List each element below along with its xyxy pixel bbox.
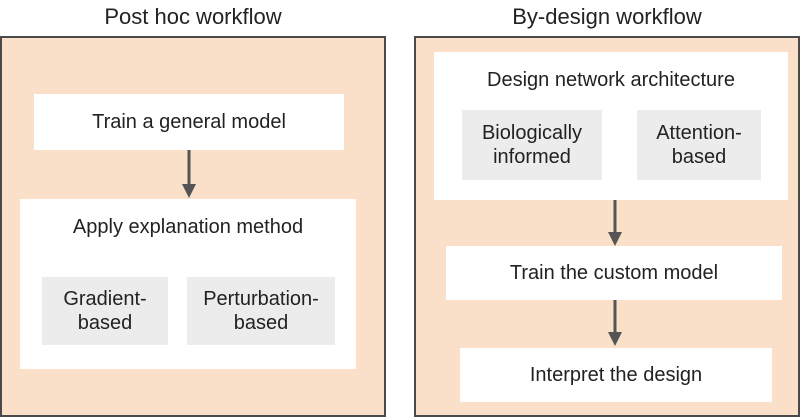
interpret-design-box: Interpret the design (460, 348, 772, 402)
train-custom-model-label: Train the custom model (509, 262, 719, 284)
interpret-design-label: Interpret the design (529, 364, 703, 386)
train-custom-model-box: Train the custom model (446, 246, 782, 300)
by-design-panel: Design network architecture Biologically… (414, 36, 800, 417)
perturbation-based-chip: Perturbation- based (187, 277, 335, 345)
gradient-based-chip: Gradient- based (42, 277, 168, 345)
post-hoc-panel: Train a general model Apply explanation … (0, 36, 386, 417)
apply-explanation-label: Apply explanation method (72, 216, 304, 238)
biologically-informed-chip: Biologically informed (462, 110, 602, 180)
design-architecture-box: Design network architecture Biologically… (434, 52, 788, 200)
attention-based-chip: Attention- based (637, 110, 761, 180)
train-general-model-label: Train a general model (92, 111, 286, 133)
design-architecture-label: Design network architecture (487, 69, 735, 91)
right-panel-title: By-design workflow (512, 4, 702, 29)
apply-explanation-box: Apply explanation method Gradient- based… (20, 199, 356, 369)
arrow-down-icon (608, 200, 622, 246)
arrow-down-icon (608, 300, 622, 346)
train-general-model-box: Train a general model (34, 94, 344, 150)
arrow-down-icon (182, 150, 196, 198)
left-panel-title: Post hoc workflow (104, 4, 282, 29)
